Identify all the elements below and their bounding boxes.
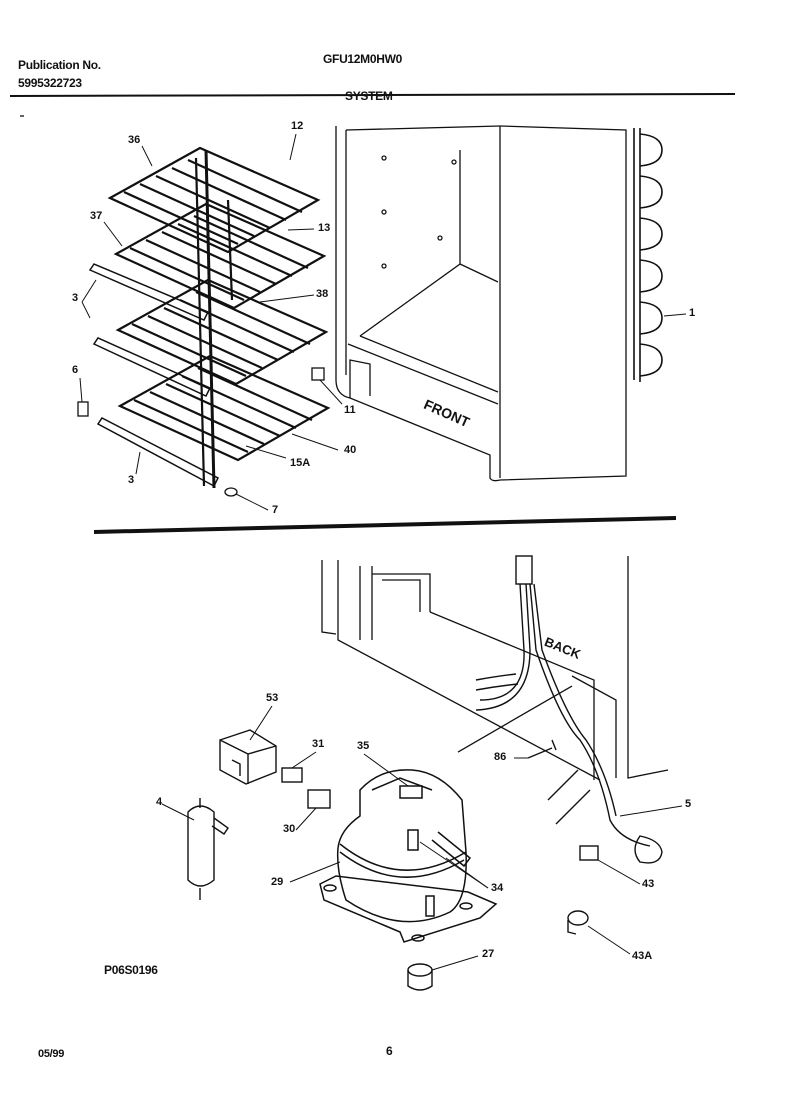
cabinet-back-outline — [321, 556, 669, 781]
compressor — [319, 769, 498, 943]
cabinet-outline — [335, 125, 627, 482]
part-30 — [307, 789, 331, 809]
part-31 — [281, 767, 303, 783]
callout-7: 7 — [272, 504, 279, 516]
evaporator-shelves — [107, 146, 331, 489]
callout-40: 40 — [344, 444, 357, 456]
callout-29: 29 — [271, 876, 284, 888]
callout-43a: 43A — [632, 950, 653, 962]
callout-4: 4 — [156, 796, 163, 808]
wiring-harness — [475, 555, 663, 864]
callout-37: 37 — [90, 210, 103, 222]
callout-12: 12 — [291, 120, 304, 132]
drier-4 — [187, 798, 229, 900]
callout-43: 43 — [642, 878, 655, 890]
part-43 — [579, 845, 599, 861]
callout-3b: 3 — [128, 474, 135, 486]
callout-27: 27 — [482, 948, 495, 960]
publication-number: 5995322723 — [18, 76, 82, 90]
callout-38: 38 — [316, 288, 329, 300]
publication-label: Publication No. — [18, 58, 101, 72]
section-divider — [93, 516, 677, 534]
callout-34: 34 — [491, 882, 504, 894]
callout-31: 31 — [312, 738, 325, 750]
callout-86: 86 — [494, 751, 507, 763]
callout-11: 11 — [344, 404, 356, 416]
callout-1: 1 — [689, 307, 696, 319]
callout-3: 3 — [72, 292, 79, 304]
page-number: 6 — [386, 1044, 393, 1058]
part-6 — [77, 401, 89, 417]
clamp-43a — [567, 910, 589, 935]
grommet-27 — [407, 963, 433, 991]
shelf-rails — [88, 263, 220, 488]
model-number: GFU12M0HW0 — [323, 52, 403, 66]
part-11 — [311, 367, 325, 381]
callout-36: 36 — [128, 134, 141, 146]
callout-35: 35 — [357, 740, 370, 752]
callout-6: 6 — [72, 364, 79, 376]
figure-code: P06S0196 — [104, 963, 158, 977]
callout-5: 5 — [685, 798, 692, 810]
relay-53 — [219, 729, 277, 785]
header-rule — [9, 93, 736, 97]
part-7 — [224, 487, 238, 497]
condenser-coil — [633, 128, 687, 382]
callout-13: 13 — [318, 222, 331, 234]
screw-86 — [527, 739, 557, 759]
callout-15a: 15A — [290, 457, 311, 469]
footer-date: 05/99 — [38, 1048, 65, 1060]
callout-30: 30 — [283, 823, 296, 835]
callout-53: 53 — [266, 692, 279, 704]
